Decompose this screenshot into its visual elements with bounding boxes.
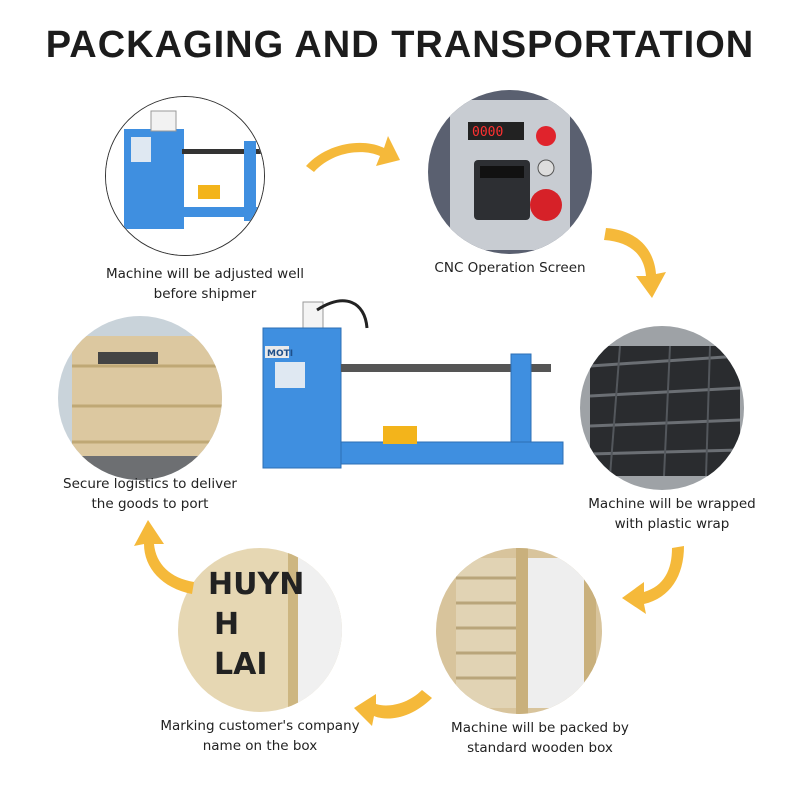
arrow-step1-to-step2 xyxy=(306,136,400,172)
machine-logo-text: MOTI xyxy=(267,349,293,359)
machine-logo-plate xyxy=(265,346,289,358)
step-box-marking-caption: Marking customer's company name on the b… xyxy=(160,718,360,754)
center-winding-machine: MOTI xyxy=(255,298,567,474)
step-wooden-box-caption: Machine will be packed by standard woode… xyxy=(451,720,629,756)
step-box-marking-photo: HUYN H LAI xyxy=(178,548,342,712)
box-marking-line1: HUYN xyxy=(208,567,304,602)
step-cnc-screen-photo: 0000 xyxy=(428,90,592,254)
arrow-step2-to-step3 xyxy=(604,228,666,298)
svg-text:0000: 0000 xyxy=(472,125,503,140)
arrow-step3-to-step4 xyxy=(622,546,684,614)
arrow-step5-to-step6 xyxy=(134,520,194,594)
step-plastic-wrap-photo xyxy=(580,326,744,490)
arrow-step4-to-step5 xyxy=(354,690,432,726)
step-logistics-caption: Secure logistics to deliver the goods to… xyxy=(63,476,237,512)
box-marking-line2: H xyxy=(214,607,239,642)
step-plastic-wrap-caption: Machine will be wrapped with plastic wra… xyxy=(588,496,756,532)
step-logistics-photo xyxy=(58,316,222,480)
page-title: PACKAGING AND TRANSPORTATION xyxy=(45,24,755,66)
step-wooden-box-photo xyxy=(436,548,602,714)
box-marking-line3: LAI xyxy=(214,647,268,682)
step-cnc-screen-caption: CNC Operation Screen xyxy=(434,260,586,276)
step-machine-adjusted-caption: Machine will be adjusted well before shi… xyxy=(105,266,305,302)
step-machine-adjusted-photo xyxy=(105,96,265,256)
